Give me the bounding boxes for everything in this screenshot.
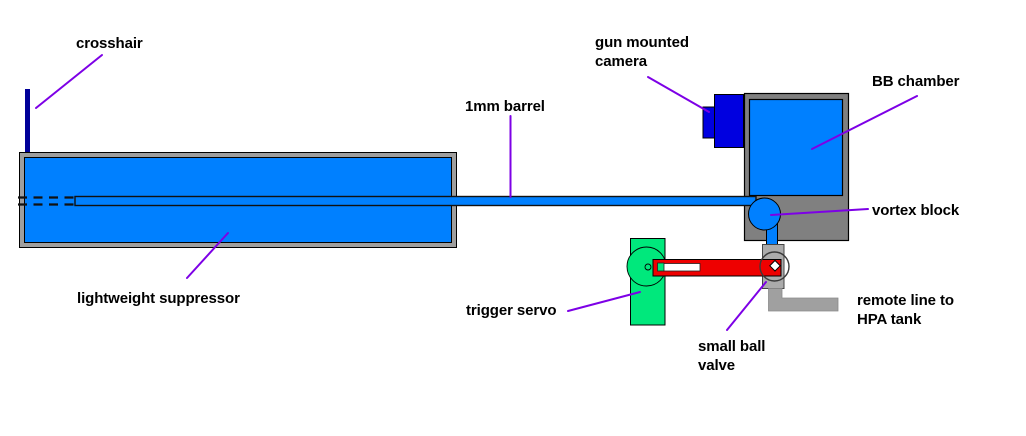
remote-line-pipe xyxy=(768,288,839,312)
remote-line-label: remote line to HPA tank xyxy=(857,292,954,328)
camera-body xyxy=(714,94,744,148)
servo-shaft xyxy=(644,263,652,271)
valve-stem-diamond xyxy=(769,259,781,272)
bb-chamber-label: BB chamber xyxy=(872,73,960,90)
camera-pointer-line xyxy=(647,76,710,113)
valve-pointer-line xyxy=(726,281,767,331)
bb-chamber-window xyxy=(748,98,844,197)
vortex-pointer-line xyxy=(770,208,869,216)
ball-valve-label: small ball valve xyxy=(698,338,766,374)
valve-ball-outline xyxy=(759,251,790,282)
camera-label: gun mounted camera xyxy=(595,34,689,70)
bb-chamber-pointer-line xyxy=(811,95,918,150)
suppressor-pointer-line xyxy=(186,232,229,279)
crosshair-label: crosshair xyxy=(76,35,143,52)
servo-pointer-line xyxy=(567,291,641,312)
trigger-servo-label: trigger servo xyxy=(466,302,557,319)
crosshair-post xyxy=(25,89,30,152)
crosshair-pointer-line xyxy=(35,54,103,109)
barrel-tube xyxy=(74,195,757,207)
lever-pin xyxy=(657,262,665,272)
barrel-label: 1mm barrel xyxy=(465,98,545,115)
suppressor-label: lightweight suppressor xyxy=(77,290,240,307)
lever-slot xyxy=(663,263,701,272)
vortex-block-label: vortex block xyxy=(872,202,960,219)
